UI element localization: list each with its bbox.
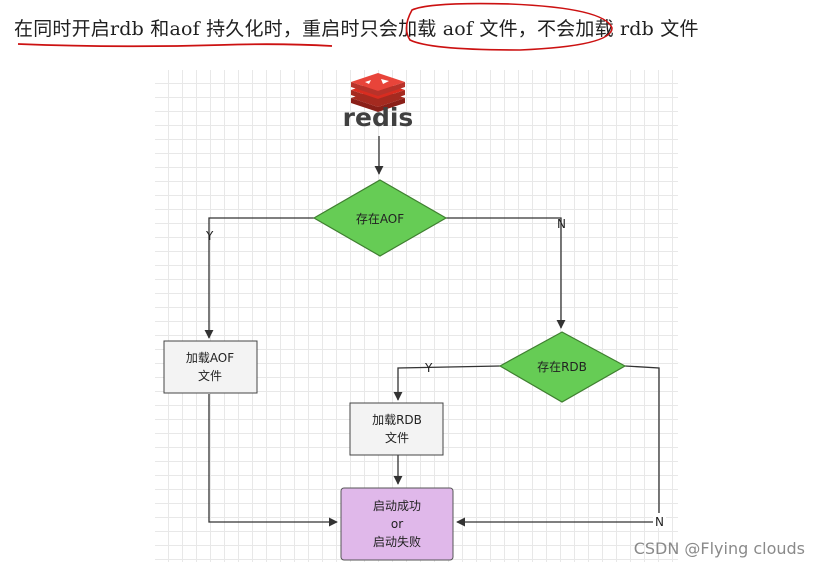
headline-part-3: 不会加载 rdb 文件 (536, 18, 699, 40)
watermark: CSDN @Flying clouds (633, 539, 805, 558)
red-underline-annotation (17, 43, 333, 48)
edge-label-rdb-no: N (655, 515, 664, 529)
edge-loadaof-to-result (208, 394, 338, 527)
process-load-aof: 加载AOF 文件 (163, 340, 258, 394)
decision-exists-rdb: 存在RDB (498, 331, 627, 403)
edge-rdb-yes (393, 365, 501, 401)
headline: 在同时开启rdb 和aof 持久化时，重启时只会加载 aof 文件，不会加载 r… (14, 14, 699, 41)
process-load-aof-line2: 文件 (198, 368, 222, 383)
decision-exists-rdb-label: 存在RDB (537, 360, 587, 374)
annotation-layer (17, 2, 613, 51)
process-load-rdb: 加载RDB 文件 (349, 402, 444, 456)
edge-label-bg (653, 513, 666, 528)
edge-label-aof-yes: Y (205, 229, 214, 243)
result-line1: 启动成功 (373, 499, 421, 513)
edges (204, 136, 660, 527)
edge-aof-no (446, 217, 566, 329)
edge-label-rdb-yes: Y (424, 361, 433, 375)
redis-cube-icon (351, 73, 405, 112)
headline-part-2: 只会加载 aof 文件， (359, 18, 537, 40)
decision-exists-aof-label: 存在AOF (356, 212, 404, 226)
decision-exists-aof: 存在AOF (312, 179, 448, 257)
result-line3: 启动失败 (373, 534, 421, 549)
process-load-rdb-line1: 加载RDB (372, 413, 422, 427)
headline-part-1: 在同时开启rdb 和aof 持久化时，重启时 (14, 18, 360, 40)
process-load-rdb-line2: 文件 (385, 430, 409, 445)
result-line2: or (391, 517, 403, 531)
flowchart-canvas (155, 70, 678, 562)
red-circle-annotation (405, 2, 613, 51)
process-load-aof-line1: 加载AOF (186, 351, 234, 365)
result-start-success-or-fail: 启动成功 or 启动失败 (340, 487, 454, 561)
edge-label-aof-no: N (557, 217, 566, 231)
redis-logo: redis (343, 73, 414, 132)
flowchart: redis Y N Y N 存在AOF 存在RDB 加载AOF 文件 加载RDB… (163, 73, 666, 561)
redis-logo-text: redis (343, 103, 414, 132)
edge-aof-yes (204, 217, 314, 339)
edge-rdb-no (456, 365, 660, 527)
